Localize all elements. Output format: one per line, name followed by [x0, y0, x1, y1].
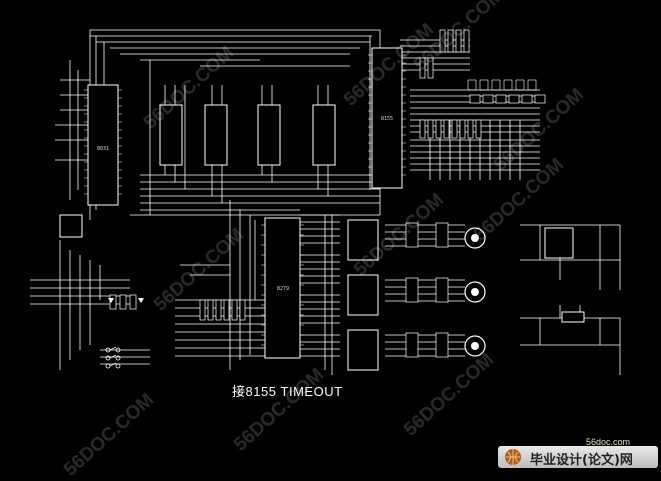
regulator-7805	[561, 311, 585, 323]
motor-cores	[471, 234, 479, 350]
footer-banner	[498, 446, 658, 468]
chip-pins	[84, 54, 406, 346]
and-gate	[59, 214, 83, 238]
wiring	[30, 29, 621, 375]
chip-2764-a	[204, 104, 228, 166]
chip-2764-b	[257, 104, 281, 166]
label-main-chip: 8031	[97, 146, 109, 152]
footer-title: 毕业设计(论文)网	[530, 453, 633, 468]
main-cpu-chip	[87, 84, 119, 206]
driver-chip-3	[347, 329, 379, 371]
label-8155-chip: 8155	[381, 116, 393, 122]
key-switches	[105, 346, 121, 369]
regulator-block	[544, 227, 574, 259]
chip-74ls373	[159, 104, 183, 166]
chip-8255	[264, 217, 301, 359]
display-segments	[467, 79, 537, 91]
driver-chip-2	[347, 274, 379, 316]
chip-6264	[312, 104, 336, 166]
diodes	[108, 298, 144, 303]
globe-logo-icon	[505, 449, 521, 465]
schematic-canvas: 8031 8155 8279	[30, 29, 621, 375]
footer-url[interactable]: 56doc.com	[586, 437, 631, 447]
driver-chip-1	[347, 219, 379, 261]
label-8279-chip: 8279	[277, 286, 289, 292]
resistor-arrays	[109, 29, 546, 358]
diagram-caption: 接8155 TIMEOUT	[232, 384, 343, 399]
chip-8155	[371, 47, 403, 189]
